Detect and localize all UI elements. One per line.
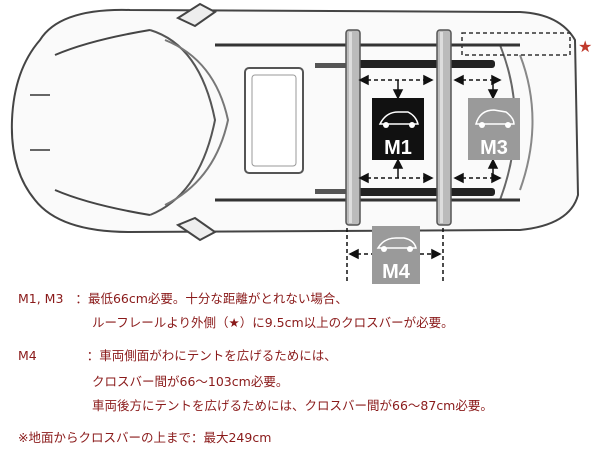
note-m4-key: M4 xyxy=(18,348,37,363)
car-top-view-diagram: ★ M1 M3 xyxy=(10,2,592,284)
star-marker: ★ xyxy=(578,37,592,56)
m4-arrows xyxy=(346,228,444,282)
svg-text:M3: M3 xyxy=(480,137,508,159)
sunroof xyxy=(244,67,304,174)
m1-badge: M1 xyxy=(372,98,424,160)
m4-badge: M4 xyxy=(372,226,420,284)
m3-badge: M3 xyxy=(468,98,520,160)
note-m4-text2: クロスバー間が66～103cm必要。 xyxy=(92,374,289,389)
note-m4-text3: 車両後方にテントを広げるためには、クロスバー間が66～87cm必要。 xyxy=(92,398,493,413)
crossbar-rails xyxy=(315,60,495,196)
note-m4-text1: 車両側面がわにテントを広げるためには、 xyxy=(99,348,337,363)
svg-text:M4: M4 xyxy=(382,261,411,283)
footnote: ※地面からクロスバーの上まで：最大249cm xyxy=(18,430,272,445)
note-m1m3-text2: ルーフレールより外側（★）に9.5cm以上のクロスバーが必要。 xyxy=(92,315,454,330)
note-m1m3-key: M1, M3 xyxy=(18,291,64,306)
crossbars xyxy=(345,29,452,226)
note-m1m3-text1: 最低66cm必要。十分な距離がとれない場合、 xyxy=(87,291,348,306)
outer-crossbar-indicator xyxy=(461,32,571,56)
note-m4-line1: M4 ：車両側面がわにテントを広げるためには、 xyxy=(18,348,337,364)
note-m4-sep: ： xyxy=(86,348,100,363)
m3-arrows xyxy=(453,74,502,184)
m1-arrows xyxy=(358,74,434,184)
note-m1m3-line1: M1, M3 ：最低66cm必要。十分な距離がとれない場合、 xyxy=(18,291,348,307)
svg-text:M1: M1 xyxy=(384,137,412,159)
note-m1m3-sep: ： xyxy=(75,291,88,306)
